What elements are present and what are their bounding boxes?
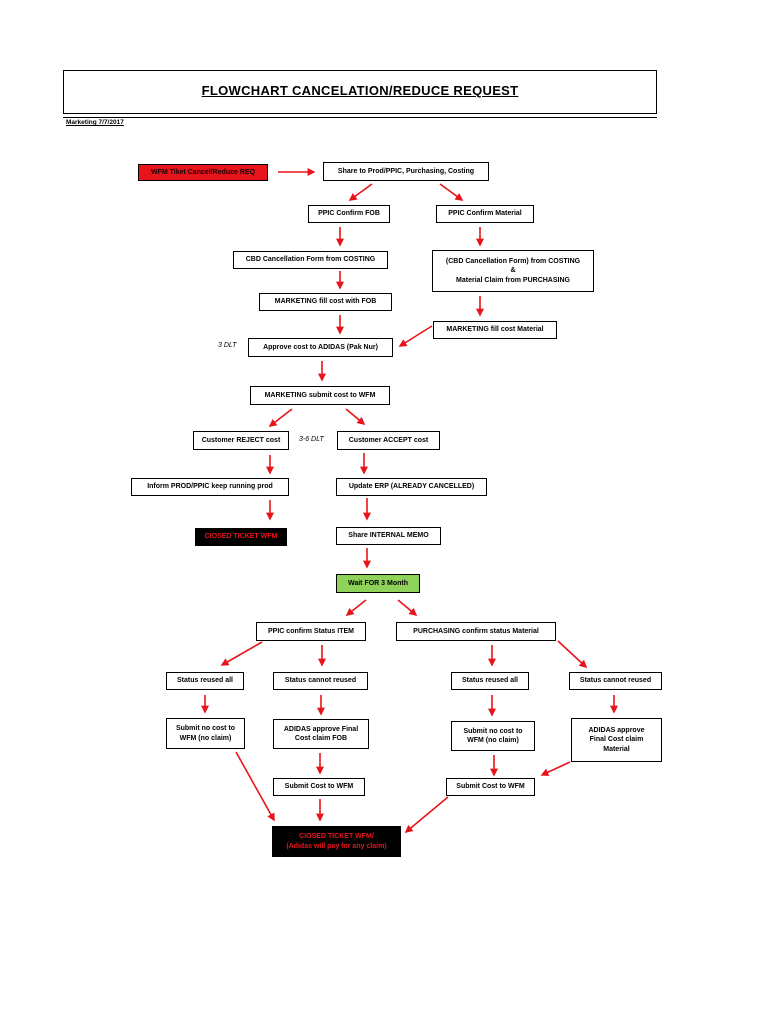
marketing-fill-fob-node: MARKETING fill cost with FOB xyxy=(259,293,392,311)
page-title: FLOWCHART CANCELATION/REDUCE REQUEST xyxy=(201,83,519,98)
closed-ticket-final-node: CIOSED TICKET WFM/ (Adidas will pay for … xyxy=(272,826,401,857)
arrow xyxy=(557,640,588,669)
customer-reject-node: Customer REJECT cost xyxy=(193,431,289,450)
submit-no-cost-node: Submit no cost to WFM (no claim) xyxy=(166,718,245,749)
ppic-confirm-material-node: PPIC Confirm Material xyxy=(436,205,534,223)
arrow xyxy=(348,183,373,201)
marketing-fill-material-node: MARKETING fill cost Material xyxy=(433,321,557,339)
adidas-final-fob-node: ADIDAS approve Final Cost claim FOB xyxy=(273,719,369,749)
dlt-3-label: 3 DLT xyxy=(218,342,237,349)
status-reused-all-node: Status reused all xyxy=(166,672,244,690)
share-prod-node: Share to Prod/PPIC, Purchasing, Costing xyxy=(323,162,489,181)
dlt-3-6-label: 3-6 DLT xyxy=(299,436,324,443)
inform-prod-node: Inform PROD/PPIC keep running prod xyxy=(131,478,289,496)
adidas-final-material-node: ADIDAS approve Final Cost claim Material xyxy=(571,718,662,762)
arrow xyxy=(220,641,263,666)
arrow xyxy=(439,183,464,201)
arrow xyxy=(404,796,449,834)
share-memo-node: Share INTERNAL MEMO xyxy=(336,527,441,545)
submit-no-cost-node: Submit no cost to WFM (no claim) xyxy=(451,721,535,751)
closed-ticket-node: CIOSED TICKET WFM xyxy=(195,528,287,546)
cbd-costing-material-node: (CBD Cancellation Form) from COSTING & M… xyxy=(432,250,594,292)
title-box: FLOWCHART CANCELATION/REDUCE REQUEST xyxy=(63,70,657,114)
arrow xyxy=(540,761,571,776)
wfm-ticket-node: WFM Tiket Cancel/Reduce REQ xyxy=(138,164,268,181)
update-erp-node: Update ERP (ALREADY CANCELLED) xyxy=(336,478,487,496)
arrow xyxy=(345,408,366,426)
title-underline xyxy=(63,117,657,118)
arrow xyxy=(268,408,293,427)
ppic-confirm-fob-node: PPIC Confirm FOB xyxy=(308,205,390,223)
marketing-submit-wfm-node: MARKETING submit cost to WFM xyxy=(250,386,390,405)
ppic-status-item-node: PPIC confirm Status ITEM xyxy=(256,622,366,641)
approve-adidas-node: Approve cost to ADIDAS (Pak Nur) xyxy=(248,338,393,357)
wait-3-month-node: Wait FOR 3 Month xyxy=(336,574,420,593)
arrow xyxy=(235,751,275,822)
submit-cost-node: Submit Cost to WFM xyxy=(273,778,365,796)
status-reused-all-node: Status reused all xyxy=(451,672,529,690)
arrow xyxy=(398,325,433,347)
subtitle: Marketing 7/7/2017 xyxy=(66,119,124,126)
status-cannot-reused-node: Status cannot reused xyxy=(273,672,368,690)
arrow xyxy=(345,599,367,616)
cbd-costing-node: CBD Cancellation Form from COSTING xyxy=(233,251,388,269)
purchasing-status-material-node: PURCHASING confirm status Material xyxy=(396,622,556,641)
status-cannot-reused-node: Status cannot reused xyxy=(569,672,662,690)
arrow xyxy=(397,599,418,617)
submit-cost-node: Submit Cost to WFM xyxy=(446,778,535,796)
customer-accept-node: Customer ACCEPT cost xyxy=(337,431,440,450)
